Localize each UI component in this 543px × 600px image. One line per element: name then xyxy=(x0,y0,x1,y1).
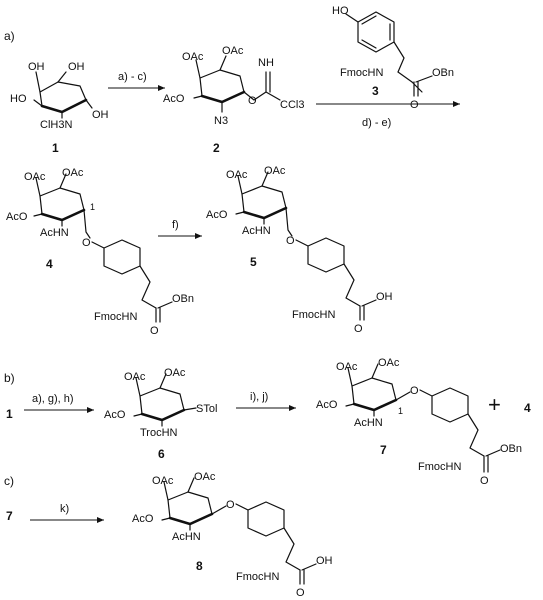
compound-8-structure: OAc OAc AcO AcHN O FmocHN O OH xyxy=(132,471,333,599)
oac-label: OAc xyxy=(222,45,244,57)
obn-label: OBn xyxy=(500,443,522,455)
compound-number: 3 xyxy=(372,84,379,98)
compound-number: 1 xyxy=(6,407,13,421)
oac-label: OAc xyxy=(24,171,46,183)
reaction-conditions: d) - e) xyxy=(362,117,391,129)
oxygen-label: O xyxy=(82,237,91,249)
stol-label: STol xyxy=(196,403,217,415)
reaction-conditions: a), g), h) xyxy=(32,393,74,405)
oxygen-label: O xyxy=(296,587,305,599)
compound-number: 5 xyxy=(250,255,257,269)
oac-label: OAc xyxy=(336,361,358,373)
oac-label: OAc xyxy=(226,169,248,181)
aco-label: AcO xyxy=(316,399,338,411)
compound-number: 1 xyxy=(52,141,59,155)
oh-label: OH xyxy=(316,555,333,567)
compound-6-structure: OAc OAc AcO STol TrocHN xyxy=(104,367,217,439)
oac-label: OAc xyxy=(194,471,216,483)
arrowhead xyxy=(158,85,165,91)
achn-label: AcHN xyxy=(242,225,271,237)
achn-label: AcHN xyxy=(354,417,383,429)
compound-number: 7 xyxy=(6,509,13,523)
compound-number: 6 xyxy=(158,447,165,461)
azide-label: N3 xyxy=(214,115,228,127)
arrowhead xyxy=(453,101,460,107)
section-label-b: b) xyxy=(4,371,15,385)
arrowhead xyxy=(87,407,94,413)
anomeric-position-label: 1 xyxy=(398,406,403,416)
oh-label: OH xyxy=(376,291,393,303)
oh-label: OH xyxy=(92,109,109,121)
oh-label: OH xyxy=(28,61,45,73)
imine-label: NH xyxy=(258,57,274,69)
fmochn-label: FmocHN xyxy=(292,309,335,321)
compound-number: 8 xyxy=(196,559,203,573)
oac-label: OAc xyxy=(164,367,186,379)
obn-label: OBn xyxy=(172,293,194,305)
oac-label: OAc xyxy=(378,357,400,369)
oxygen-label: O xyxy=(286,235,295,247)
fmochn-label: FmocHN xyxy=(94,311,137,323)
oac-label: OAc xyxy=(124,371,146,383)
oxygen-label: O xyxy=(354,323,363,335)
oxygen-label: O xyxy=(480,475,489,487)
arrowhead xyxy=(195,233,202,239)
obn-label: OBn xyxy=(432,67,454,79)
section-label-a: a) xyxy=(4,29,15,43)
ho-label: HO xyxy=(332,5,349,17)
aco-label: AcO xyxy=(6,211,28,223)
compound-2-structure: OAc OAc AcO N3 O NH CCl3 xyxy=(163,45,304,127)
oac-label: OAc xyxy=(264,165,286,177)
achn-label: AcHN xyxy=(172,531,201,543)
reaction-conditions: k) xyxy=(60,503,69,515)
aco-label: AcO xyxy=(206,209,228,221)
compound-3-structure: HO FmocHN O OBn xyxy=(332,5,454,111)
arrowhead xyxy=(289,405,296,411)
compound-5-structure: OAc OAc AcO AcHN O FmocHN O OH xyxy=(206,165,393,335)
oxygen-label: O xyxy=(410,99,419,111)
fmochn-label: FmocHN xyxy=(340,67,383,79)
oxygen-label: O xyxy=(150,325,159,337)
reaction-conditions: a) - c) xyxy=(118,71,147,83)
reaction-conditions: f) xyxy=(172,219,179,231)
aco-label: AcO xyxy=(104,409,126,421)
aco-label: AcO xyxy=(163,93,185,105)
arrowhead xyxy=(97,517,104,523)
amine-hydrochloride-label: ClH3N xyxy=(40,119,72,131)
ho-label: HO xyxy=(10,93,27,105)
oac-label: OAc xyxy=(62,167,84,179)
oac-label: OAc xyxy=(152,475,174,487)
oh-label: OH xyxy=(68,61,85,73)
aco-label: AcO xyxy=(132,513,154,525)
fmochn-label: FmocHN xyxy=(418,461,461,473)
oxygen-label: O xyxy=(410,385,419,397)
trochn-label: TrocHN xyxy=(140,427,178,439)
section-label-c: c) xyxy=(4,474,14,488)
fmochn-label: FmocHN xyxy=(236,571,279,583)
anomeric-position-label: 1 xyxy=(90,202,95,212)
compound-number: 4 xyxy=(524,401,531,415)
achn-label: AcHN xyxy=(40,227,69,239)
compound-number: 4 xyxy=(46,257,53,271)
oxygen-label: O xyxy=(226,499,235,511)
oac-label: OAc xyxy=(182,51,204,63)
compound-1-structure: OH OH HO ClH3N OH xyxy=(10,61,109,131)
compound-4-structure: OAc OAc AcO 1 AcHN O FmocHN O OBn xyxy=(6,167,194,337)
oxygen-label: O xyxy=(248,95,257,107)
trichloromethyl-label: CCl3 xyxy=(280,99,304,111)
compound-number: 2 xyxy=(213,141,220,155)
compound-number: 7 xyxy=(380,443,387,457)
plus-sign: + xyxy=(488,392,501,417)
compound-7-structure: OAc OAc AcO AcHN 1 O FmocHN O OBn xyxy=(316,357,522,487)
reaction-conditions: i), j) xyxy=(250,391,268,403)
